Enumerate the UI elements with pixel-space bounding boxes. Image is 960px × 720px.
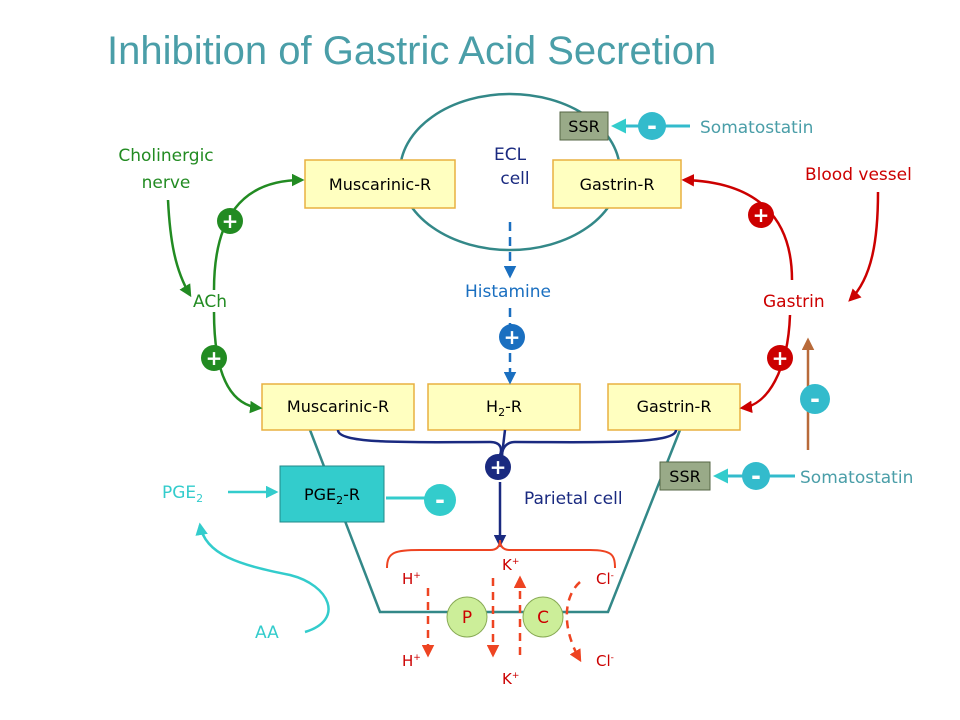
ecl-ssr-receptor-label: SSR bbox=[568, 117, 599, 136]
cl-ion-top-label: Cl- bbox=[596, 570, 614, 588]
aa-to-pge2-arrow bbox=[195, 522, 330, 634]
plus-badge-gastrin-parietal: + bbox=[767, 345, 793, 371]
minus-badge-ecl-ssr: - bbox=[638, 112, 666, 140]
ach-to-parietal-arrow bbox=[212, 311, 263, 414]
minus-badge-pge2: - bbox=[424, 484, 456, 516]
pge2-label: PGE2 bbox=[162, 483, 203, 505]
k-ion-top-label: K+ bbox=[502, 556, 519, 574]
parietal-gastrin-receptor-label: Gastrin-R bbox=[637, 397, 712, 416]
svg-text:-: - bbox=[647, 112, 657, 140]
ecl-muscarinic-receptor bbox=[304, 159, 456, 209]
minus-badge-gastrin: - bbox=[800, 384, 830, 414]
parietal-ssr-receptor-label: SSR bbox=[669, 467, 700, 486]
blood-vessel-label: Blood vessel bbox=[805, 165, 912, 185]
chloride-channel-label: C bbox=[537, 608, 549, 628]
pge2-receptor bbox=[279, 465, 385, 523]
cholinergic-label-1: Cholinergic bbox=[118, 146, 213, 166]
h-ion-bottom-label: H+ bbox=[402, 652, 421, 670]
gastrin-convergence-line bbox=[500, 429, 678, 456]
h2-receptor-label: H2-R bbox=[486, 397, 522, 419]
gastrin-to-ecl-arrow bbox=[681, 174, 794, 281]
diagram-title: Inhibition of Gastric Acid Secretion bbox=[107, 29, 716, 73]
svg-text:+: + bbox=[206, 346, 223, 370]
k-ion-bottom-label: K+ bbox=[502, 670, 519, 688]
plus-badge-histamine: + bbox=[499, 324, 525, 350]
svg-text:+: + bbox=[490, 455, 507, 479]
parietal-cell-label: Parietal cell bbox=[524, 489, 623, 509]
ecl-ssr-receptor bbox=[559, 111, 609, 141]
svg-text:+: + bbox=[753, 203, 770, 227]
parietal-muscarinic-receptor-label: Muscarinic-R bbox=[287, 397, 389, 416]
ach-label: ACh bbox=[193, 292, 227, 312]
ecl-gastrin-receptor bbox=[552, 159, 682, 209]
cholinergic-label-2: nerve bbox=[142, 173, 191, 193]
proton-pump bbox=[446, 596, 488, 638]
h-ion-top-label: H+ bbox=[402, 570, 421, 588]
cl-ion-arrow bbox=[565, 581, 582, 663]
somatostatin-top-label: Somatostatin bbox=[700, 118, 813, 138]
blood-to-gastrin-arrow bbox=[848, 191, 880, 302]
parietal-ssr-receptor bbox=[659, 461, 711, 491]
svg-text:+: + bbox=[222, 209, 239, 233]
plus-badge-parietal: + bbox=[485, 454, 511, 480]
somatostatin-bottom-label: Somatostatin bbox=[800, 468, 913, 488]
ecl-gastrin-receptor-label: Gastrin-R bbox=[580, 175, 655, 194]
svg-text:-: - bbox=[751, 462, 761, 490]
svg-text:+: + bbox=[504, 325, 521, 349]
parietal-gastrin-receptor bbox=[607, 383, 741, 431]
proton-pump-label: P bbox=[462, 608, 472, 628]
minus-badge-parietal-ssr: - bbox=[742, 462, 770, 490]
nerve-to-ach-arrow bbox=[166, 199, 192, 298]
plus-badge-gastrin-ecl: + bbox=[748, 202, 774, 228]
svg-text:-: - bbox=[435, 486, 445, 514]
chloride-channel bbox=[522, 596, 564, 638]
gastrin-to-parietal-arrow bbox=[739, 314, 792, 414]
ecl-muscarinic-receptor-label: Muscarinic-R bbox=[329, 175, 431, 194]
svg-text:+: + bbox=[772, 346, 789, 370]
plus-badge-ach-ecl: + bbox=[217, 208, 243, 234]
ecl-cell-label-1: ECL bbox=[494, 145, 527, 165]
cl-ion-bottom-label: Cl- bbox=[596, 652, 614, 670]
aa-label: AA bbox=[255, 623, 279, 643]
ecl-cell-label-2: cell bbox=[500, 169, 529, 189]
ach-to-ecl-arrow bbox=[212, 173, 305, 291]
svg-text:-: - bbox=[810, 385, 820, 413]
gastrin-label: Gastrin bbox=[763, 292, 825, 312]
plus-badge-ach-parietal: + bbox=[201, 345, 227, 371]
histamine-label: Histamine bbox=[465, 282, 551, 302]
muscarinic-convergence-line bbox=[336, 429, 503, 456]
h2-receptor bbox=[427, 383, 581, 431]
pump-brace bbox=[386, 539, 616, 569]
pge2-receptor-label: PGE2-R bbox=[304, 485, 360, 507]
